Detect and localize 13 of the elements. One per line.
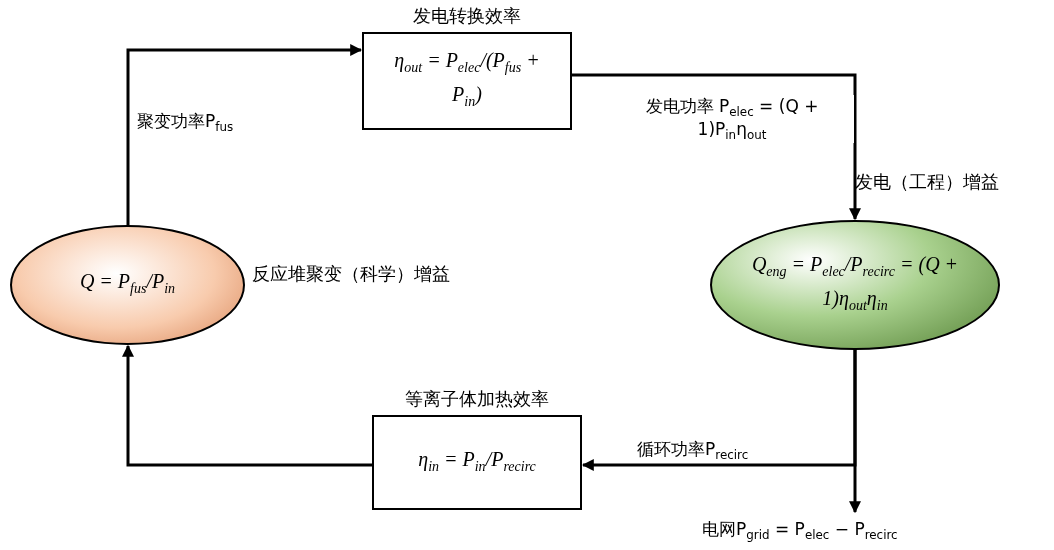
formula-text: Q$_{eng}$ = P$_{elec}$/P$_{recirc}$ = (Q + 1)η$_{out}$η$_{in}$ [750, 252, 960, 315]
edge-label: 电网P$_{grid}$ = P$_{elec}$ − P$_{recirc}$ [700, 518, 900, 543]
box-heading: 等离子体加热效率 [405, 387, 549, 411]
arrow [126, 44, 363, 225]
caption-text: 反应堆聚变（科学）增益 [252, 262, 450, 286]
box-heading: 发电转换效率 [413, 4, 521, 28]
formula-text: η$_{in}$ = P$_{in}$/P$_{recirc}$ [418, 446, 536, 476]
arrow [122, 344, 372, 467]
arrow [572, 73, 861, 221]
formula-text: η$_{out}$ = P$_{elec}$/(P$_{fus}$ + P$_{in}$) [393, 48, 541, 111]
caption-text: 发电（工程）增益 [855, 170, 999, 194]
arrow [849, 350, 861, 514]
formula-text: Q = P$_{fus}$/P$_{in}$ [79, 269, 176, 298]
